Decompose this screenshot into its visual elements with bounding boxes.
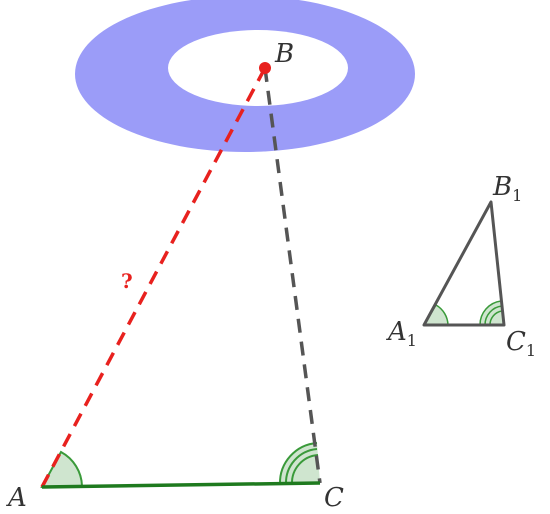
label-A1: A1 xyxy=(386,317,417,350)
label-B1-sub: 1 xyxy=(512,186,522,205)
segment-AB-unknown xyxy=(40,67,267,488)
angle-mark-C-arc-3 xyxy=(290,454,319,485)
angle-mark-C1-arc-2 xyxy=(484,305,503,326)
lake-inner-island xyxy=(168,30,348,106)
label-unknown-distance: ? xyxy=(121,269,133,293)
label-C1: C1 xyxy=(506,327,536,360)
label-C1-letter: C xyxy=(506,327,526,357)
label-B1: B1 xyxy=(492,172,522,205)
angle-mark-C-arc-1 xyxy=(278,442,318,485)
segment-AC-base xyxy=(41,481,321,489)
angle-mark-A1 xyxy=(422,303,449,326)
label-A: A xyxy=(6,483,27,513)
angle-mark-C1-arc-1 xyxy=(479,300,502,326)
similar-triangle-A1B1C1 xyxy=(422,200,506,327)
label-C: C xyxy=(324,483,344,513)
label-A1-sub: 1 xyxy=(407,331,417,350)
point-B xyxy=(259,62,271,74)
label-B1-letter: B xyxy=(492,172,512,202)
label-B: B xyxy=(274,39,294,69)
label-A1-letter: A xyxy=(386,317,407,347)
angle-mark-C-arc-2 xyxy=(284,448,318,485)
segment-BC xyxy=(263,67,322,484)
angle-mark-A xyxy=(40,450,84,489)
label-C1-sub: 1 xyxy=(526,341,536,360)
